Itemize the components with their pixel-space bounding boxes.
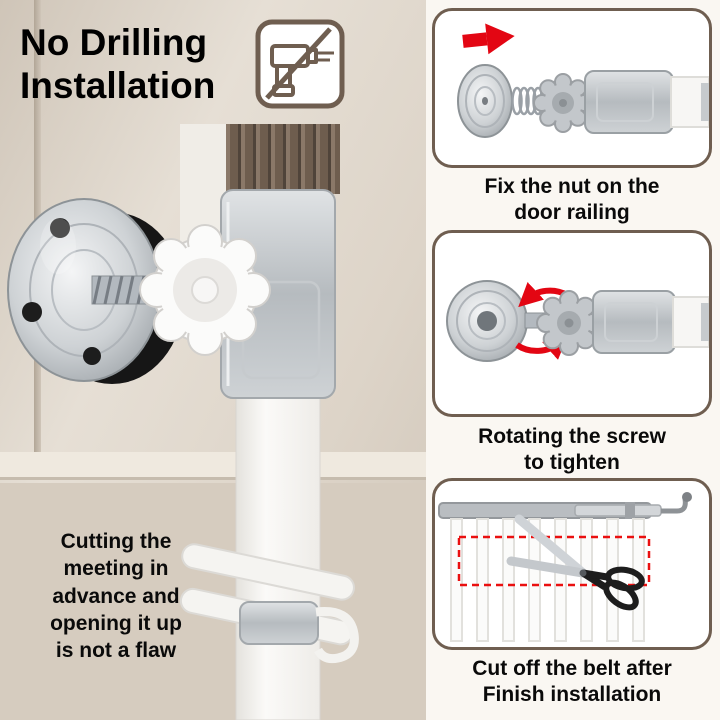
step3-caption-line2: Finish installation — [482, 682, 662, 706]
baseboard — [0, 452, 426, 480]
step1-panel — [432, 8, 712, 168]
no-drilling-icon — [255, 19, 345, 109]
bracket-and-rail — [584, 70, 709, 134]
gate-post — [235, 387, 321, 720]
nut-disc — [457, 64, 513, 138]
scissors-icon — [506, 514, 645, 611]
page-title: No Drilling Installation — [20, 22, 260, 108]
page-title-line2: Installation — [20, 64, 216, 106]
tightening-knob — [139, 224, 271, 356]
step2-caption: Rotating the screw to tighten — [430, 424, 714, 475]
step3-caption-line1: Cut off the belt after — [472, 657, 672, 680]
step2-caption-line2: to tighten — [524, 450, 620, 474]
belt-strap — [314, 606, 359, 664]
slash-line — [265, 27, 332, 100]
nut-disc — [446, 280, 528, 362]
gate-top-rail — [438, 492, 692, 519]
step3-panel — [432, 478, 712, 650]
bracket-and-rail — [592, 290, 709, 354]
note-text: Cutting the meeting in advance and openi… — [14, 528, 218, 664]
step2-caption-line1: Rotating the screw — [478, 425, 666, 448]
step1-caption: Fix the nut on the door railing — [430, 174, 714, 225]
step1-illustration — [457, 23, 709, 138]
note-line5: is not a flaw — [55, 639, 177, 663]
step2-panel — [432, 230, 712, 417]
note-line2: meeting in — [63, 557, 169, 581]
note-line1: Cutting the — [60, 530, 172, 553]
wall-clamp-photo — [7, 189, 359, 720]
small-bracket — [239, 601, 319, 645]
step2-illustration — [446, 280, 709, 362]
gray-knob — [533, 73, 593, 133]
page-title-line1: No Drilling — [20, 22, 208, 63]
step1-caption-line1: Fix the nut on the — [484, 175, 660, 198]
gate-parts-photo — [179, 543, 359, 664]
wood-slat-panel — [226, 124, 340, 194]
step1-caption-line2: door railing — [514, 200, 630, 224]
red-arrow-right-icon — [462, 23, 515, 55]
note-line4: opening it up — [50, 611, 182, 635]
gray-knob — [536, 290, 602, 356]
step3-caption: Cut off the belt after Finish installati… — [430, 656, 714, 707]
note-line3: advance and — [52, 584, 180, 608]
step3-illustration — [438, 492, 692, 642]
